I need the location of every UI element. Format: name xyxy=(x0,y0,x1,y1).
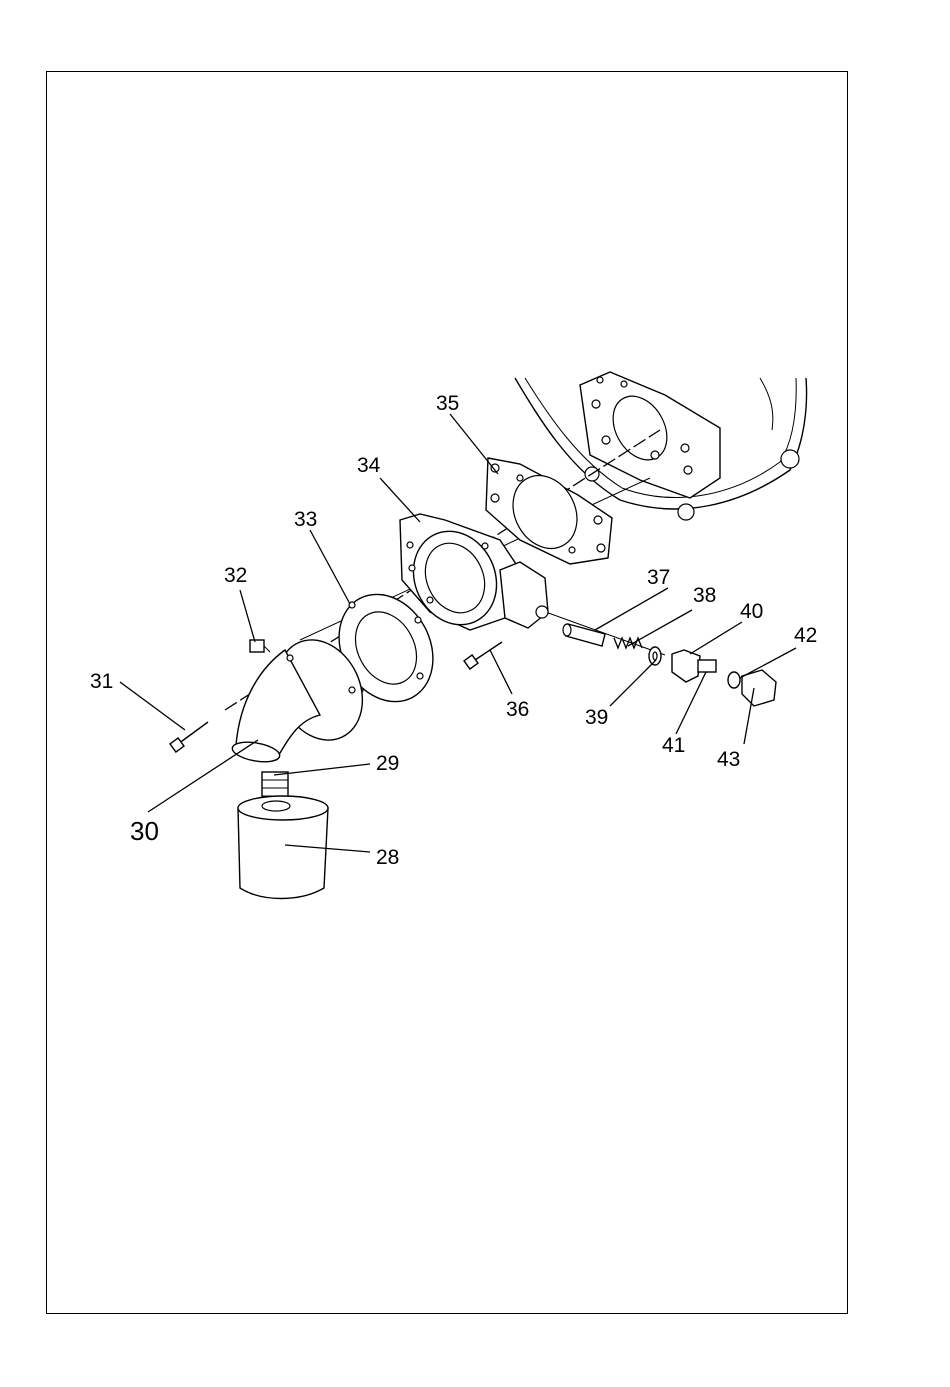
callout-41: 41 xyxy=(662,734,685,757)
adjusting-screw-40-41 xyxy=(672,650,716,682)
spring-38 xyxy=(614,638,642,648)
callout-34: 34 xyxy=(357,454,381,477)
callout-42: 42 xyxy=(794,624,817,647)
callout-39: 39 xyxy=(585,706,608,729)
callout-30: 30 xyxy=(130,816,159,846)
callout-40: 40 xyxy=(740,600,763,623)
cap-nut-43 xyxy=(742,670,776,706)
washer-42 xyxy=(728,672,740,688)
callout-32: 32 xyxy=(224,564,247,587)
callout-33: 33 xyxy=(294,508,317,531)
washer-39-hole xyxy=(653,652,657,660)
plug-32 xyxy=(250,640,270,652)
callout-28: 28 xyxy=(376,846,399,869)
bolt-31 xyxy=(170,722,208,752)
callout-29: 29 xyxy=(376,752,399,775)
callout-36: 36 xyxy=(506,698,529,721)
callout-38: 38 xyxy=(693,584,716,607)
callout-43: 43 xyxy=(717,748,740,771)
callout-37: 37 xyxy=(647,566,670,589)
callout-31: 31 xyxy=(90,670,113,693)
callout-35: 35 xyxy=(436,392,459,415)
bolt-36 xyxy=(464,642,502,669)
